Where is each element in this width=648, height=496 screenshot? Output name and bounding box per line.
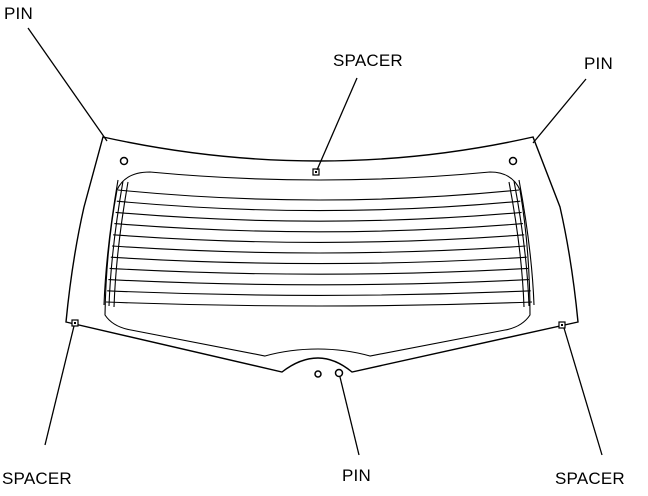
leader-spacer-bottom-right <box>563 327 603 456</box>
defroster-line <box>105 301 533 307</box>
leader-pin-top-right <box>532 78 587 144</box>
label-pin-top-right: PIN <box>584 54 613 73</box>
label-spacer-bottom-right: SPACER <box>555 469 625 488</box>
defroster-line <box>109 267 529 275</box>
defroster-line <box>114 223 523 233</box>
defroster-line <box>111 245 526 254</box>
defroster-line <box>115 211 522 222</box>
defroster-line <box>116 200 521 212</box>
label-pin-top-left: PIN <box>4 4 33 23</box>
defroster-lines <box>105 189 533 307</box>
spacer-bottom-right-marker <box>558 321 566 329</box>
heater-area-border <box>104 171 531 357</box>
right-bus-bar <box>508 179 535 308</box>
bottom-hole-marker <box>314 370 322 378</box>
leader-spacer-bottom-left <box>44 325 75 446</box>
defroster-line <box>110 256 527 265</box>
label-pin-bottom: PIN <box>342 466 371 485</box>
leader-pin-bottom <box>339 376 360 456</box>
leader-spacer-top <box>316 77 358 171</box>
spacer-bottom-left-marker <box>71 319 79 327</box>
defroster-line <box>117 189 520 201</box>
spacer-top-marker <box>312 168 320 176</box>
defroster-line <box>107 290 531 296</box>
pin-bottom-marker <box>334 368 344 378</box>
label-spacer-bottom-left: SPACER <box>2 469 72 488</box>
glass-outline <box>65 136 579 373</box>
pin-top-right-marker <box>508 156 518 166</box>
defroster-line <box>108 279 530 286</box>
label-spacer-top: SPACER <box>333 51 403 70</box>
left-bus-bar <box>103 179 129 308</box>
defroster-line <box>113 234 525 243</box>
leader-pin-top-left <box>27 27 108 142</box>
pin-top-left-marker <box>119 156 129 166</box>
